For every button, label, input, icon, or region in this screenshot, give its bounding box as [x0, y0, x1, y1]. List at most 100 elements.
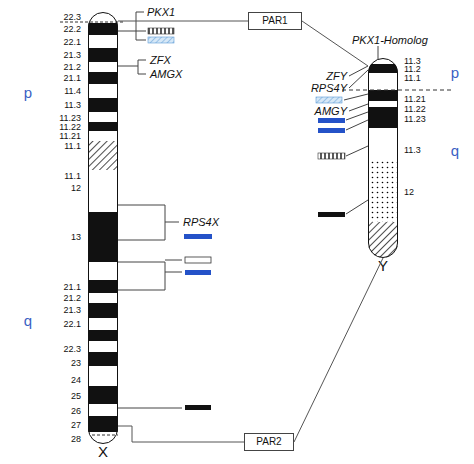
band-number: 21.3	[63, 51, 81, 60]
band-number: 22.3	[63, 345, 81, 354]
x-gene-leaders	[118, 240, 165, 241]
y-bands	[368, 107, 398, 128]
region-connector	[118, 426, 244, 442]
region-connector	[294, 258, 383, 442]
y-gene-leaders	[346, 120, 368, 130]
region-box: PAR1	[248, 12, 302, 30]
band-number: 25	[71, 392, 81, 401]
band-number: 21.1	[63, 283, 81, 292]
y-gene-marks	[318, 153, 345, 159]
band-number: 22.3	[63, 13, 81, 22]
band-number: 11.21	[404, 95, 426, 104]
y-gene-leaders	[346, 146, 368, 156]
band-number: 27	[71, 421, 81, 430]
x-gene-leaders	[165, 222, 179, 223]
y-gene-leaders	[378, 46, 379, 59]
x-gene-leaders	[165, 260, 182, 261]
x-bands	[88, 330, 118, 341]
y-bands	[368, 90, 398, 101]
x-gene-marks	[185, 405, 211, 410]
band-number: 22.1	[63, 38, 81, 47]
x-gene-marks	[185, 257, 211, 263]
centromere-line	[342, 90, 452, 91]
x-bands	[88, 12, 118, 444]
band-number: 28	[71, 435, 81, 444]
x-gene-leaders	[118, 12, 182, 408]
x-gene-leaders	[118, 66, 138, 67]
x-bands	[88, 280, 118, 293]
arm-label: q	[24, 313, 32, 328]
band-number: 11.3	[404, 146, 421, 155]
x-gene-leaders	[136, 12, 137, 40]
band-number: 24	[71, 376, 81, 385]
x-gene-leaders	[118, 408, 182, 409]
gene-name: AMGX	[150, 69, 182, 80]
x-bands	[88, 12, 118, 444]
x-gene-marks	[148, 28, 174, 34]
y-gene-leaders	[344, 94, 368, 100]
y-gene-marks	[318, 212, 345, 217]
x-gene-leaders	[136, 40, 146, 41]
band-number: 11.1	[64, 142, 81, 151]
x-bands	[88, 72, 118, 84]
x-gene-leaders	[118, 262, 165, 263]
band-number: 11.1	[64, 172, 81, 181]
arm-label: p	[24, 85, 32, 100]
par-boundary	[60, 22, 125, 23]
gene-name: RPS4Y	[311, 83, 347, 94]
gene-name: AMGY	[315, 106, 347, 117]
chromosome-name: X	[98, 444, 108, 461]
y-gene-leaders	[344, 46, 378, 214]
band-number: 22.2	[63, 25, 81, 34]
gene-name: ZFX	[150, 55, 171, 66]
y-gene-leaders	[346, 112, 368, 120]
band-number: 12	[404, 188, 414, 197]
band-number: 26	[71, 407, 81, 416]
x-bands	[88, 122, 118, 131]
x-gene-marks	[185, 270, 211, 275]
band-number: 21.1	[63, 74, 81, 83]
band-number: 13	[71, 233, 81, 242]
x-gene-leaders	[138, 60, 146, 61]
region-connector	[118, 21, 248, 22]
band-number: 21.2	[63, 63, 81, 72]
region-box: PAR2	[244, 433, 294, 451]
x-bands	[88, 141, 118, 170]
gene-name: PKX1	[147, 7, 175, 18]
band-number: 11.21	[59, 132, 81, 141]
band-number: 11.22	[404, 105, 426, 114]
band-number: 11.23	[59, 114, 81, 123]
y-bands	[368, 58, 398, 258]
arm-label: p	[451, 65, 459, 80]
band-number: 21.3	[63, 306, 81, 315]
y-gene-leaders	[349, 66, 368, 76]
y-bands	[368, 222, 398, 258]
band-number: 11.4	[64, 87, 81, 96]
par-boundary	[92, 435, 118, 436]
band-number: 11.1	[404, 74, 421, 83]
band-number: 11.2	[404, 65, 421, 74]
y-gene-marks	[318, 118, 345, 123]
x-gene-leaders	[118, 31, 136, 32]
y-gene-leaders	[349, 70, 368, 88]
x-bands	[88, 48, 118, 62]
region-name: PAR1	[262, 16, 287, 26]
y-bands	[368, 160, 398, 222]
gene-name: ZFY	[326, 71, 347, 82]
band-number: 11.23	[404, 115, 426, 124]
y-gene-marks	[316, 97, 342, 103]
chromosome-name: Y	[378, 258, 388, 275]
band-number: 12	[71, 184, 81, 193]
x-gene-marks	[148, 37, 174, 43]
x-bands	[88, 352, 118, 366]
region-name: PAR2	[256, 437, 281, 447]
band-number: 23	[71, 359, 81, 368]
gene-name: PKX1-Homolog	[352, 35, 428, 46]
chromosome: X	[88, 12, 118, 444]
chromosome: Y	[368, 58, 398, 258]
y-bands	[368, 64, 398, 73]
x-gene-leaders	[136, 12, 144, 13]
y-gene-leaders	[349, 104, 368, 111]
x-gene-leaders	[118, 205, 165, 206]
y-bands	[368, 58, 398, 258]
